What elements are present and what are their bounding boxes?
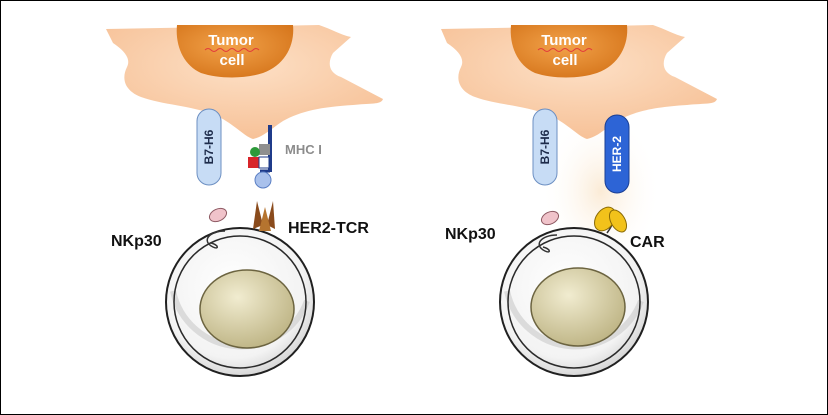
b7h6-ligand-left xyxy=(196,108,222,186)
nkp30-tether-right xyxy=(538,234,558,253)
mhc-label: MHC I xyxy=(285,142,322,157)
b7h6-label-right: B7-H6 xyxy=(538,129,552,164)
b7h6-label-left: B7-H6 xyxy=(202,129,216,164)
panel-right: Tumor cell B7-H6 HER-2 NKp30 CAR xyxy=(441,25,717,377)
tumor-label-line2: cell xyxy=(219,52,244,69)
her2-ligand xyxy=(604,114,630,194)
b7h6-ligand-right xyxy=(532,108,558,186)
nkp30-receptor-right xyxy=(540,210,560,226)
tumor-cell-left xyxy=(106,25,383,139)
car-receptor xyxy=(594,206,628,234)
car-label: CAR xyxy=(630,234,665,251)
nkp30-label-left: NKp30 xyxy=(111,233,162,250)
her2-label: HER-2 xyxy=(610,136,624,172)
tumor-cell-right xyxy=(441,25,717,139)
nk-nucleus-right xyxy=(530,267,626,347)
spellcheck-underline xyxy=(204,48,260,52)
mhc-complex xyxy=(248,125,272,189)
tumor-label-line1: Tumor xyxy=(208,32,254,49)
her2-tcr-receptor xyxy=(253,201,275,231)
nkp30-tether-left xyxy=(206,230,226,249)
nkp30-receptor-left xyxy=(208,207,228,223)
nkp30-label-right: NKp30 xyxy=(445,226,496,243)
nk-cell-inner-ring-right xyxy=(507,235,641,369)
nk-cell-inner-ring-left xyxy=(173,235,307,369)
tcr-label: HER2-TCR xyxy=(288,220,369,237)
tumor-label-line2-right: cell xyxy=(552,52,577,69)
spellcheck-underline-right xyxy=(537,48,593,52)
nk-nucleus-left xyxy=(199,269,295,349)
panel-left: Tumor cell B7-H6 MHC I NKp30 xyxy=(106,25,383,377)
tumor-label-line1-right: Tumor xyxy=(541,32,587,49)
tumor-nucleus-left xyxy=(176,25,294,78)
